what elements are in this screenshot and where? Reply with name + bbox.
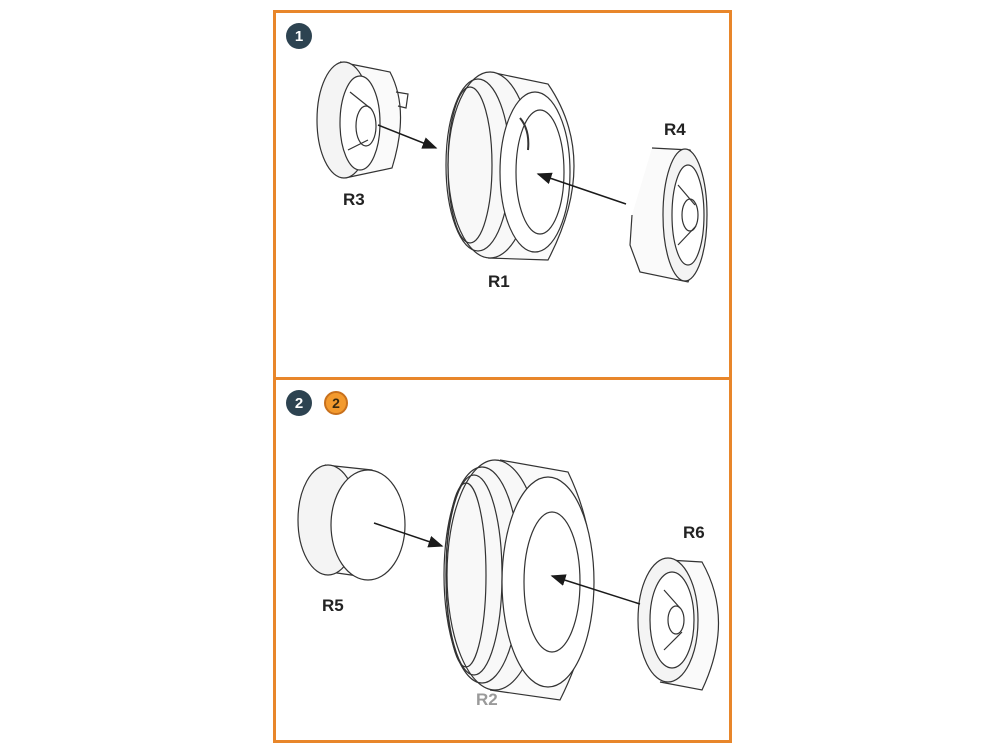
tire-r2-drawing: [443, 459, 595, 701]
step-1-badge: 1: [286, 23, 312, 49]
arrow-r3-to-r1: [377, 124, 438, 149]
hub-r3-drawing: [316, 61, 409, 179]
label-r5: R5: [322, 596, 344, 615]
hub-r4-drawing: [629, 147, 708, 283]
step-2-panel: 2 2 R5 R2 R6: [273, 377, 732, 743]
arrow-r5-to-r2: [373, 522, 444, 548]
label-r6: R6: [683, 523, 705, 542]
label-r1: R1: [488, 272, 510, 291]
hub-r5-drawing: [297, 464, 406, 581]
tire-r1-drawing: [445, 71, 575, 261]
arrow-r4-to-r1: [536, 172, 627, 205]
step-2-badge: 2: [286, 390, 312, 416]
label-r4: R4: [664, 120, 686, 139]
arrow-r6-to-r2: [550, 574, 641, 605]
hub-r6-drawing: [637, 557, 720, 691]
step-2-variant-badge: 2: [324, 391, 348, 415]
label-r3: R3: [343, 190, 365, 209]
label-r2: R2: [476, 690, 498, 709]
